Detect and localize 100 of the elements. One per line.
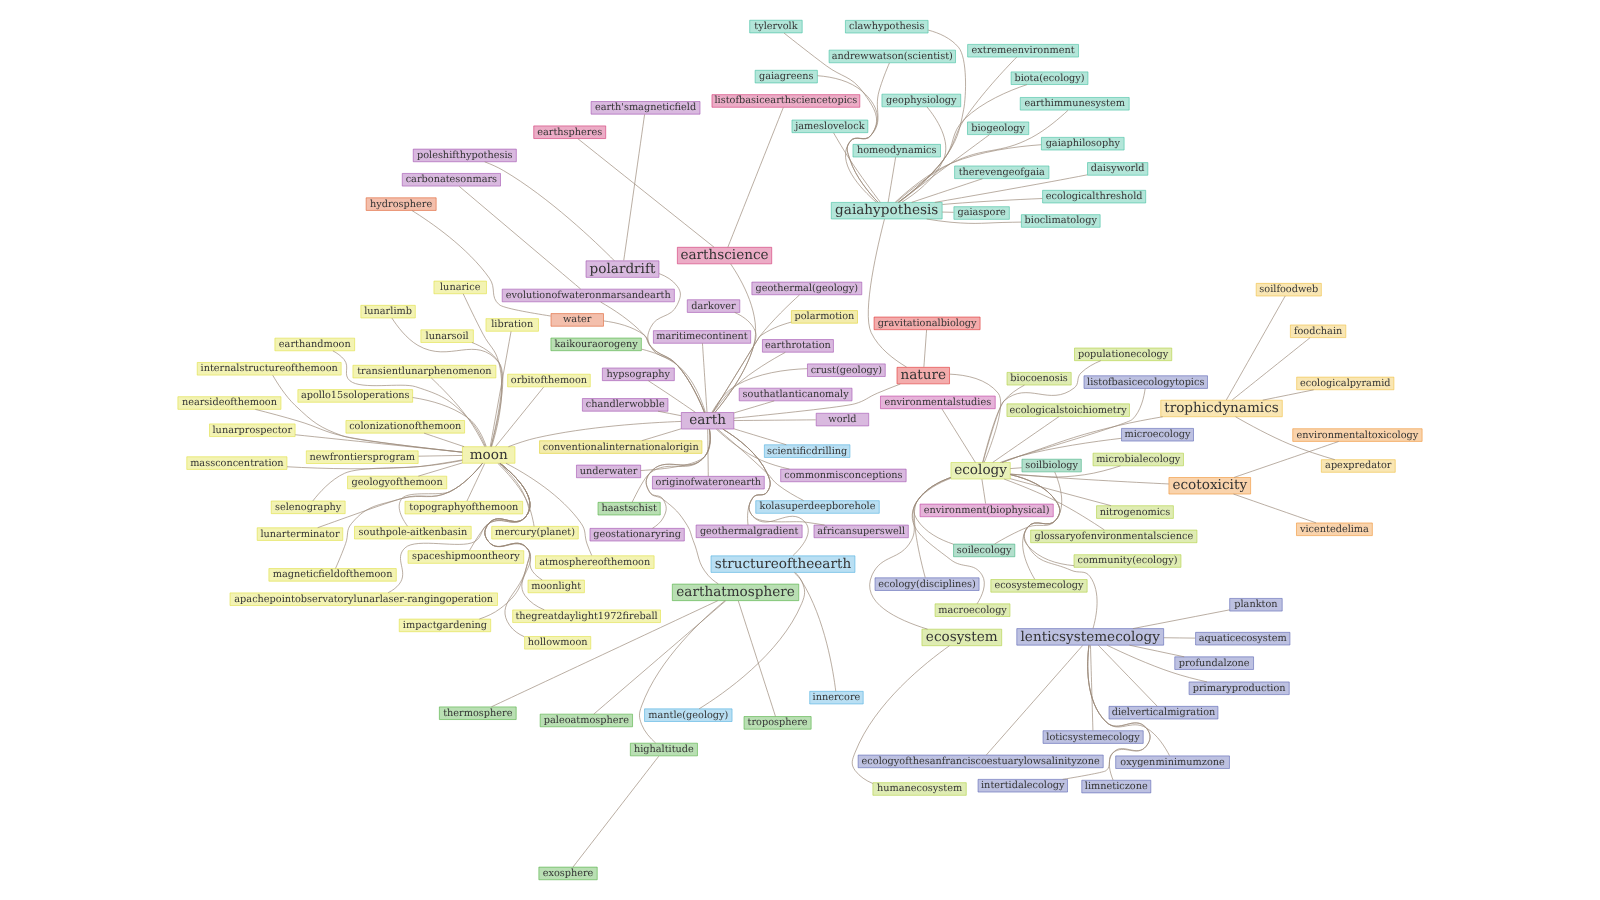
connector [593,600,727,715]
connector [926,218,1022,224]
connector [712,294,800,413]
connector [894,144,1042,203]
connector [418,455,463,457]
connector [727,107,784,248]
connector [1010,473,1170,485]
connector [722,428,771,526]
connector [895,110,1069,203]
connector [418,462,463,477]
connector [698,572,805,710]
connector [1132,609,1230,629]
connector [431,377,486,447]
connector [484,463,543,581]
connector [942,198,1043,205]
connector [733,400,775,414]
connector [1129,644,1185,658]
connector [497,463,535,527]
connector [508,421,682,448]
connector [845,62,890,203]
connector [657,410,682,416]
connector [1262,389,1314,401]
connector [868,218,908,368]
connector [941,211,954,213]
connector [982,384,1025,463]
connector [312,459,463,502]
connector [1001,416,1164,463]
connector [1231,337,1311,401]
connector [484,463,545,611]
connector [711,368,808,413]
connector [1106,644,1208,683]
connector [623,114,645,261]
connector [712,321,792,413]
connector [1003,478,1105,531]
connector [869,478,951,630]
connector [648,380,696,413]
connector [733,419,817,421]
connector [898,29,966,203]
connector [1233,441,1339,478]
connector [722,428,809,556]
connector [631,428,711,503]
connector [1001,388,1146,463]
connector [1087,645,1151,781]
connector [702,343,708,413]
connector [641,428,682,441]
connector [577,138,715,248]
connector [391,317,504,447]
connector [707,428,709,477]
connector [934,174,1088,203]
connector [1010,478,1112,506]
connector [639,600,726,744]
connector [491,600,719,708]
connector [901,106,947,203]
connector [949,373,1001,463]
connector [423,432,465,447]
connector [733,428,787,446]
connector [897,134,990,203]
connector [1010,465,1121,478]
connector [981,478,986,504]
connector [783,32,879,203]
connector [716,428,790,470]
connector [1090,645,1094,731]
connector [999,437,1122,463]
connector [1062,645,1151,780]
connector [645,428,719,585]
connector [992,416,1060,463]
connector [411,210,551,317]
connector [495,386,544,447]
connector [911,178,983,203]
connector [717,428,804,501]
connector [1235,416,1336,460]
connector [505,463,593,556]
connector [641,348,706,413]
connector [897,56,1018,203]
connector [462,293,503,447]
connector [1087,645,1170,756]
connector [1163,637,1196,639]
connector [317,462,483,529]
connector [1233,493,1317,524]
connector [335,462,483,569]
connector [887,156,896,203]
connector [714,263,756,413]
connector [712,352,786,413]
connector [1010,474,1098,629]
connector [793,572,837,692]
connector [398,462,483,527]
connector [572,755,660,868]
connector [737,600,776,717]
connector [851,645,950,784]
connector [640,428,711,471]
connector [458,186,581,290]
connector [479,463,530,620]
connector [387,463,531,594]
connector [1226,295,1286,401]
connector [833,132,881,203]
connector [1098,644,1158,707]
connector [286,460,463,470]
connector [941,408,976,463]
connector [923,329,927,368]
connector [1010,467,1023,469]
